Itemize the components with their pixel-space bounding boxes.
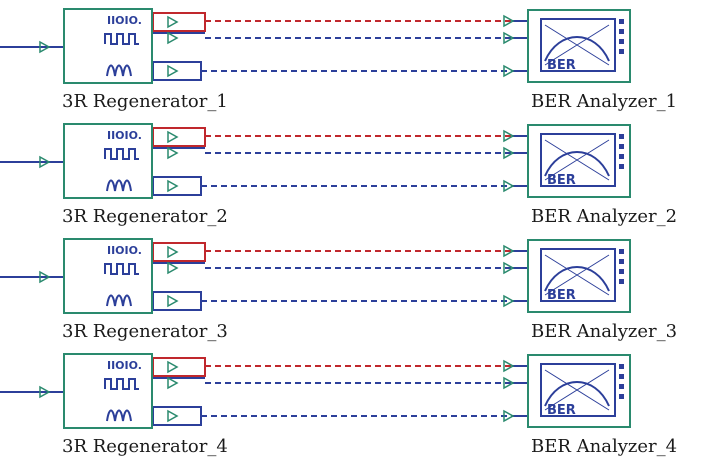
- analyzer-signal-port: [503, 294, 515, 308]
- signal-port-marker: [167, 409, 179, 423]
- bit-port-marker: [167, 130, 179, 144]
- pulse-train-icon: [104, 263, 139, 275]
- input-port-marker: [39, 155, 51, 169]
- bit-sequence-icon: IIOIO.: [107, 244, 142, 257]
- analyzer-signal-port: [503, 409, 515, 423]
- clock-port-marker: [167, 376, 179, 390]
- input-port-marker: [39, 385, 51, 399]
- regenerator-block[interactable]: IIOIO.: [63, 123, 153, 199]
- analyzer-label: BER Analyzer_4: [531, 436, 678, 457]
- pulse-train-icon: [104, 148, 139, 160]
- analog-wave-icon: [106, 179, 132, 192]
- svg-text:BER: BER: [547, 58, 576, 73]
- regenerator-label: 3R Regenerator_2: [62, 206, 228, 227]
- analyzer-label: BER Analyzer_1: [531, 91, 678, 112]
- regenerator-label: 3R Regenerator_1: [62, 91, 228, 112]
- regenerator-label: 3R Regenerator_4: [62, 436, 228, 457]
- regenerator-block[interactable]: IIOIO.: [63, 238, 153, 314]
- analyzer-clock-port: [503, 376, 515, 390]
- analyzer-bit-port: [503, 129, 515, 143]
- svg-text:BER: BER: [547, 288, 576, 303]
- eye-diagram-icon: [544, 151, 610, 177]
- row-1: IIOIO. BER 3R Regenerator_1 BER Analyzer…: [0, 0, 720, 115]
- ber-analyzer-block[interactable]: BER: [527, 354, 631, 428]
- eye-diagram-icon: [544, 266, 610, 292]
- clock-port-marker: [167, 31, 179, 45]
- svg-text:BER: BER: [547, 173, 576, 188]
- analyzer-clock-port: [503, 146, 515, 160]
- bit-port-marker: [167, 15, 179, 29]
- analyzer-bit-port: [503, 244, 515, 258]
- analyzer-signal-port: [503, 64, 515, 78]
- ber-analyzer-icon: BER: [540, 133, 624, 188]
- row-3: IIOIO. BER 3R Regenerator_3 BER Analyzer…: [0, 230, 720, 345]
- ber-analyzer-icon: BER: [540, 18, 624, 73]
- bit-port-marker: [167, 360, 179, 374]
- analyzer-clock-port: [503, 31, 515, 45]
- regenerator-block[interactable]: IIOIO.: [63, 353, 153, 429]
- svg-text:BER: BER: [547, 403, 576, 418]
- analyzer-clock-port: [503, 261, 515, 275]
- regenerator-icons: IIOIO.: [104, 14, 142, 77]
- regenerator-icons: IIOIO.: [104, 129, 142, 192]
- bit-sequence-icon: IIOIO.: [107, 359, 142, 372]
- ber-analyzer-block[interactable]: BER: [527, 239, 631, 313]
- regenerator-icons: IIOIO.: [104, 359, 142, 422]
- signal-port-marker: [167, 179, 179, 193]
- signal-port-marker: [167, 64, 179, 78]
- row-4: IIOIO. BER 3R Regenerator_4 BER Analyzer…: [0, 345, 720, 460]
- row-2: IIOIO. BER 3R Regenerator_2 BER Analyzer…: [0, 115, 720, 230]
- ber-analyzer-icon: BER: [540, 363, 624, 418]
- ber-analyzer-block[interactable]: BER: [527, 9, 631, 83]
- clock-port-marker: [167, 261, 179, 275]
- analyzer-label: BER Analyzer_2: [531, 206, 678, 227]
- regenerator-icons: IIOIO.: [104, 244, 142, 307]
- signal-port-marker: [167, 294, 179, 308]
- analyzer-label: BER Analyzer_3: [531, 321, 678, 342]
- pulse-train-icon: [104, 33, 139, 45]
- analyzer-bit-port: [503, 14, 515, 28]
- analog-wave-icon: [106, 64, 132, 77]
- ber-analyzer-block[interactable]: BER: [527, 124, 631, 198]
- input-port-marker: [39, 40, 51, 54]
- analyzer-signal-port: [503, 179, 515, 193]
- bit-sequence-icon: IIOIO.: [107, 14, 142, 27]
- clock-port-marker: [167, 146, 179, 160]
- analyzer-bit-port: [503, 359, 515, 373]
- regenerator-label: 3R Regenerator_3: [62, 321, 228, 342]
- bit-port-marker: [167, 245, 179, 259]
- analog-wave-icon: [106, 409, 132, 422]
- bit-sequence-icon: IIOIO.: [107, 129, 142, 142]
- eye-diagram-icon: [544, 381, 610, 407]
- regenerator-block[interactable]: IIOIO.: [63, 8, 153, 84]
- pulse-train-icon: [104, 378, 139, 390]
- ber-analyzer-icon: BER: [540, 248, 624, 303]
- input-port-marker: [39, 270, 51, 284]
- eye-diagram-icon: [544, 36, 610, 62]
- analog-wave-icon: [106, 294, 132, 307]
